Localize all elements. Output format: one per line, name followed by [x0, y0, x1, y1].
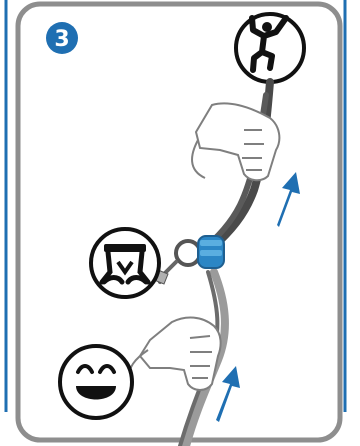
climber-icon	[236, 14, 304, 82]
harness-icon	[91, 229, 159, 297]
step-number: 3	[54, 27, 69, 52]
step-number-badge: 3	[46, 22, 78, 54]
smiley-face-icon	[60, 346, 132, 418]
